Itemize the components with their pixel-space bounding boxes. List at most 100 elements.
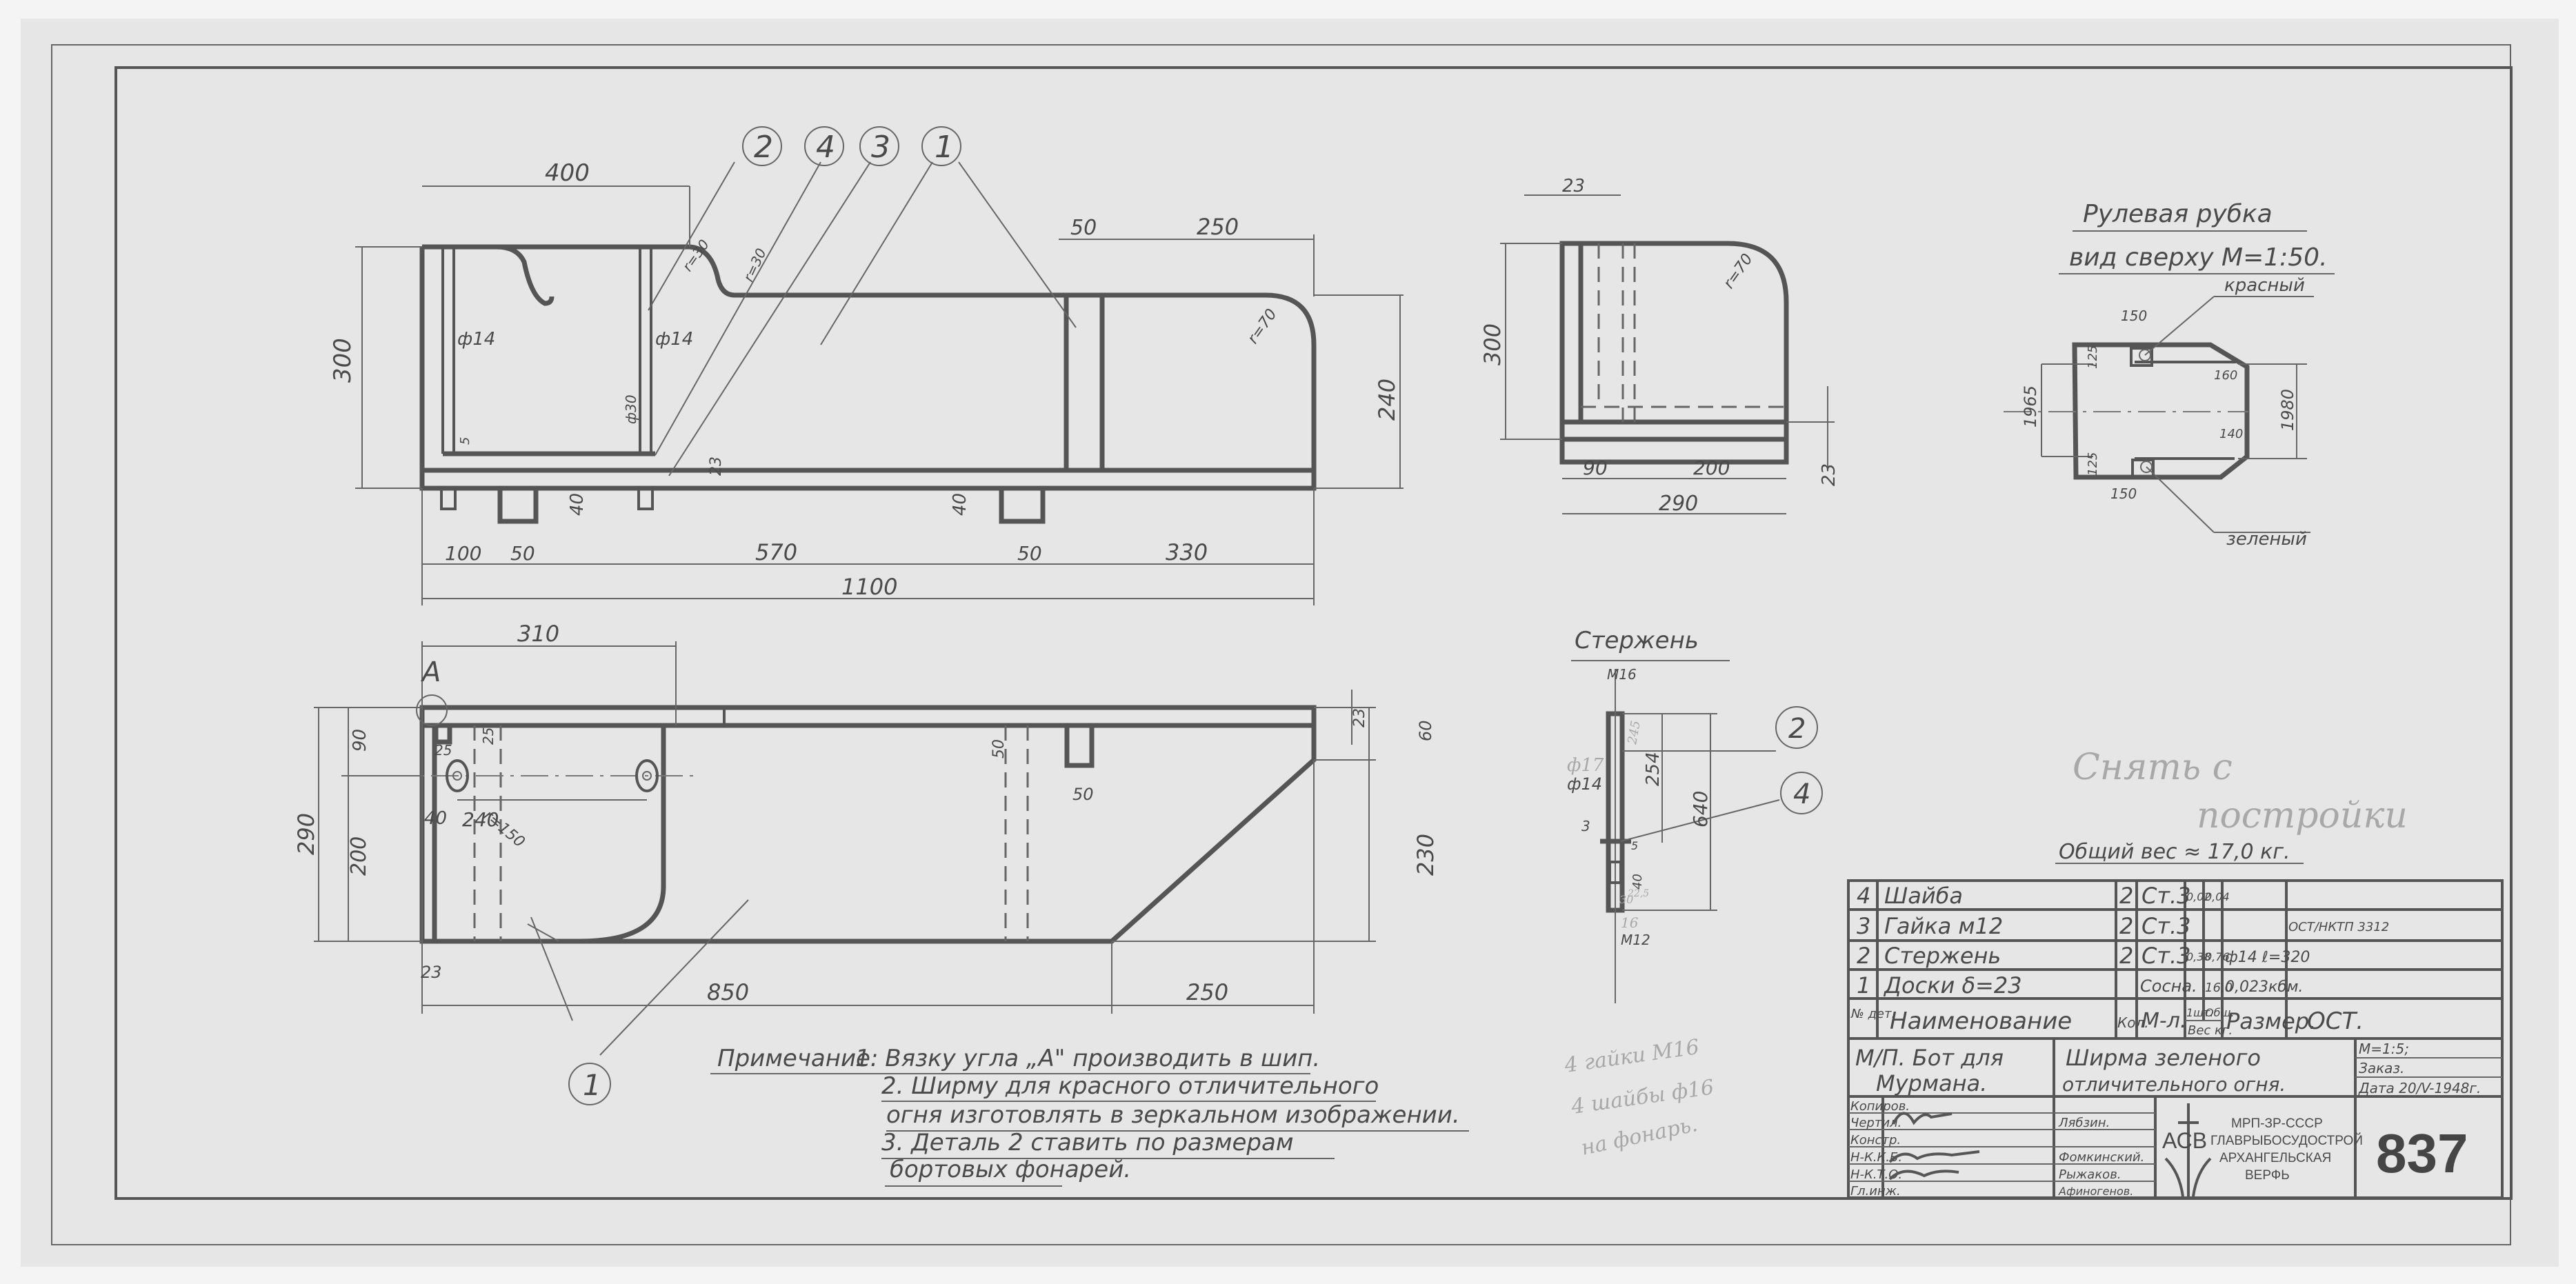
dim-label: ф14 <box>1567 774 1602 794</box>
dim-label: М16 <box>1607 666 1637 683</box>
notes-label: Примечание: <box>717 1045 878 1072</box>
cell-no: 2 <box>1857 943 1870 969</box>
total-weight: Общий вес ≈ 17,0 кг. <box>2059 840 2290 864</box>
cell-material: Ст.3 <box>2141 943 2191 969</box>
dim-label: 30 <box>1619 893 1633 906</box>
rod-title: Стержень <box>1575 627 1699 654</box>
note-line: бортовых фонарей. <box>890 1156 1131 1183</box>
dim-label: 40 <box>567 493 588 516</box>
cell-no: 3 <box>1857 913 1870 939</box>
pencil-note: на фонарь. <box>1579 1112 1699 1161</box>
dim-label: 200 <box>347 836 371 876</box>
cell-weight-one: 0,02 <box>2186 890 2211 903</box>
cell-size: 0,023кбм. <box>2225 979 2303 996</box>
dim-label: 50 <box>1017 542 1042 565</box>
rod-detail: Стержень 2 4 М16 ф17 ф14 254 640 3 5 40 … <box>1567 627 1823 1003</box>
dim-label: 90 <box>1583 457 1608 479</box>
header-weight: Вес кг. <box>2188 1023 2233 1038</box>
header-qty: Кол. <box>2117 1014 2149 1031</box>
notes: Примечание: 1. Вязку угла „А" производит… <box>710 1045 1469 1187</box>
org-line-1: МРП-ЗР-СССР <box>2231 1116 2323 1131</box>
drawing-title-1: Ширма зеленого <box>2066 1045 2261 1071</box>
callout-circle <box>742 126 782 166</box>
note-line: 2. Ширму для красного отличительного <box>881 1072 1379 1100</box>
dim-label: 300 <box>1479 323 1506 365</box>
cell-name: Доски δ=23 <box>1883 972 2022 999</box>
pencil-note: постройки <box>2197 795 2408 836</box>
dim-label: 22,5 <box>1627 888 1649 899</box>
dim-label: 5 <box>458 437 472 445</box>
org-line-3: АРХАНГЕЛЬСКАЯ <box>2219 1151 2331 1165</box>
parts-row: 1 Доски δ=23 Сосна. 16,0 0,023кбм. <box>1857 972 2303 999</box>
dim-label: 25 <box>480 728 497 745</box>
callout-label: 1 <box>935 130 954 165</box>
dim-label: 40 <box>424 808 447 829</box>
cell-weight-total: 0,76 <box>2205 950 2230 963</box>
org-line-4: ВЕРФЬ <box>2245 1168 2290 1183</box>
cell-weight-total: 16,0 <box>2205 981 2233 995</box>
callout-circle <box>921 126 961 166</box>
dim-label: 16 <box>1621 914 1639 931</box>
dim-label: 50 <box>1070 216 1097 240</box>
callout-circle <box>804 126 844 166</box>
header-weight-total: Общ. <box>2205 1006 2235 1019</box>
wheelhouse-title-1: Рулевая рубка <box>2083 200 2273 228</box>
drawing-number: 837 <box>2376 1123 2468 1184</box>
parts-row: 4 Шайба 2 Ст.3 0,02 0,04 <box>1857 883 2230 909</box>
scale: М=1:5; <box>2359 1041 2409 1057</box>
drawing-sheet <box>21 19 2559 1267</box>
washer-icon <box>635 759 659 792</box>
signature <box>1888 1170 1959 1181</box>
title-block: Общий вес ≈ 17,0 кг. 4 Шайба 2 Ст.3 0,02… <box>1847 840 2504 1199</box>
callout-label: 2 <box>1788 713 1806 745</box>
cell-material: Ст.3 <box>2141 913 2191 939</box>
role-label: Чертил. <box>1850 1116 1901 1130</box>
dim-label: 23 <box>1562 176 1585 197</box>
dim-label: 23 <box>1819 463 1839 486</box>
name-label: Фомкинский. <box>2059 1150 2144 1165</box>
cell-name: Гайка м12 <box>1884 913 2003 939</box>
dim-label: 50 <box>510 542 535 565</box>
corner-label: А <box>420 656 441 688</box>
dim-label: ф14 <box>655 329 693 350</box>
pencil-note: 4 гайки М16 <box>1562 1035 1701 1078</box>
dim-label: r=70 <box>1720 251 1756 292</box>
dim-label: ф17 <box>1567 755 1604 776</box>
name-label: Рыжаков. <box>2059 1167 2121 1182</box>
dim-label: 90 <box>350 729 370 752</box>
callout-label: 1 <box>583 1068 601 1102</box>
cell-material: Ст.3 <box>2141 883 2191 909</box>
callout-label: 2 <box>754 130 773 165</box>
dim-label: 23 <box>708 457 725 476</box>
vessel-line-1: М/П. Бот для <box>1855 1045 2004 1071</box>
cell-standard: ОСТ/НКТП 3312 <box>2288 920 2389 934</box>
order: Заказ. <box>2359 1060 2404 1076</box>
callout-circle <box>859 126 899 166</box>
role-label: Копиров. <box>1850 1099 1910 1114</box>
cell-qty: 2 <box>2119 943 2133 969</box>
drawing-title-2: отличительного огня. <box>2062 1073 2286 1096</box>
shipyard-logo: АСВ <box>2162 1103 2212 1197</box>
vessel-line-2: Мурмана. <box>1876 1070 1987 1096</box>
corner-a-marker <box>416 694 448 726</box>
dim-label: 640 <box>1689 791 1712 827</box>
dim-label: 5 <box>1631 839 1638 852</box>
dim-label: 50 <box>990 739 1008 759</box>
note-line: 3. Деталь 2 ставить по размерам <box>881 1129 1293 1156</box>
dim-label: 230 <box>1412 834 1439 876</box>
parts-row: 3 Гайка м12 2 Ст.3 ОСТ/НКТП 3312 <box>1857 913 2389 939</box>
dim-label: r=30 <box>740 245 770 284</box>
pencil-note: Снять с <box>2073 747 2233 788</box>
dim-label: 3 <box>1581 818 1590 834</box>
org-line-2: ГЛАВРЫБОСУДОСТРОЙ <box>2210 1133 2363 1148</box>
header-name: Наименование <box>1890 1007 2072 1035</box>
role-label: Гл.инж. <box>1850 1184 1901 1198</box>
washer-icon <box>446 759 469 792</box>
dim-label: 25 <box>435 742 452 759</box>
dim-label: 150 <box>2121 308 2147 324</box>
dim-label: 250 <box>1186 979 1228 1005</box>
front-view: 2 4 3 1 400 300 50 250 240 r=70 r=30 r=3… <box>329 126 1404 605</box>
signature <box>1888 1150 1980 1163</box>
dim-label: 150 <box>2110 485 2137 502</box>
dim-label: 290 <box>1659 492 1698 516</box>
